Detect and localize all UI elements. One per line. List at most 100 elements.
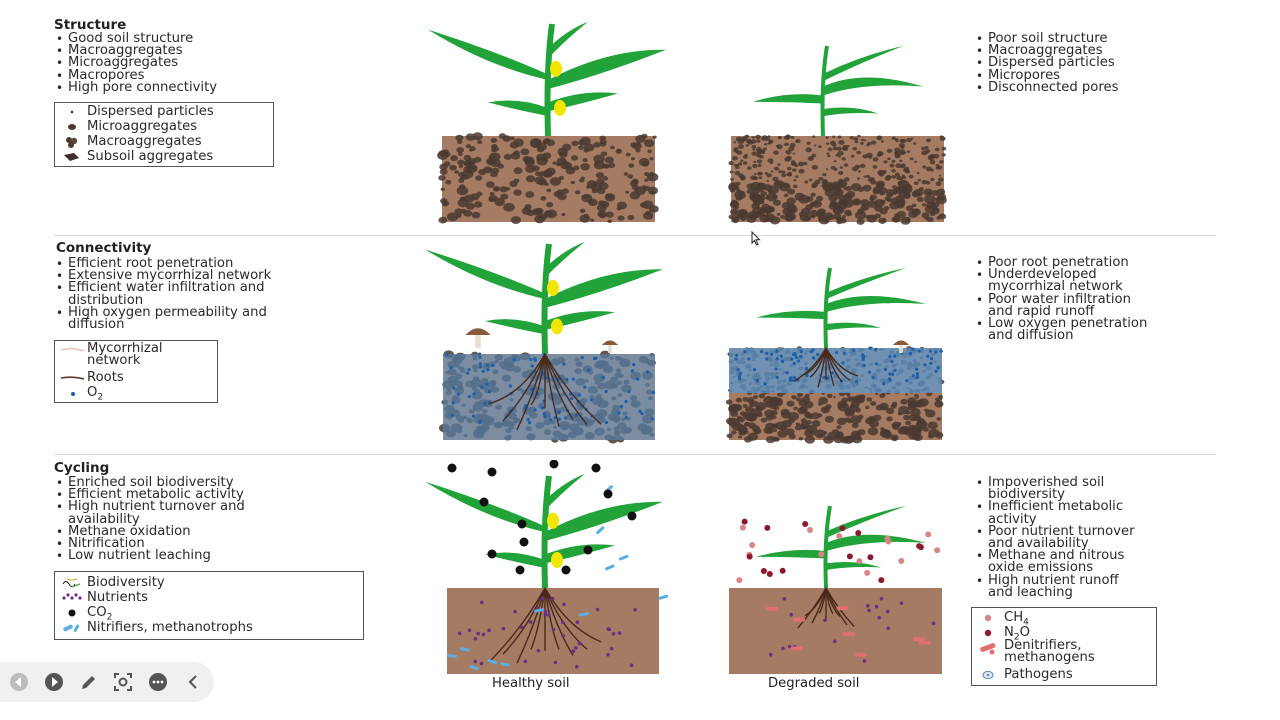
legend-label: CO2: [87, 605, 113, 623]
denitrifiers-icon: [980, 643, 996, 655]
bullet-item: Extensive mycorrhizal network: [54, 269, 271, 283]
more-icon[interactable]: [147, 671, 169, 693]
legend-item: CO2: [55, 605, 363, 623]
divider-top: [54, 235, 1216, 236]
legend-label: CH4: [1004, 610, 1029, 628]
legend-item: Subsoil aggregates: [55, 149, 273, 164]
corn-plant-degraded: [753, 45, 923, 137]
bullet-item: Efficient water infiltration anddistribu…: [54, 281, 271, 307]
dispersed-particle-icon: [70, 110, 74, 114]
cycling-title: Cycling: [54, 460, 110, 476]
nitrifiers-icon: [63, 624, 80, 632]
structure-title: Structure: [54, 17, 127, 33]
legend-item: Roots: [55, 370, 217, 385]
legend-label: O2: [87, 385, 104, 403]
bullet-item: Good soil structure: [54, 32, 217, 46]
legend-label: Macroaggregates: [87, 134, 202, 149]
cycling-healthy-list: Enriched soil biodiversityEfficient meta…: [54, 476, 245, 563]
structure-degraded-illustration: [728, 45, 947, 225]
roots-icon: [60, 376, 85, 380]
macroaggregate-icon: [66, 137, 78, 148]
bullet-item: Efficient root penetration: [54, 257, 271, 271]
connectivity-healthy-list: Efficient root penetrationExtensive myco…: [54, 257, 271, 332]
connectivity-healthy-illustration: [425, 242, 663, 444]
pathogens-icon: [982, 670, 994, 680]
legend-item: Denitrifiers,methanogens: [972, 638, 1156, 667]
soil-block-degraded: [728, 134, 947, 225]
caption-healthy-soil: Healthy soil: [492, 676, 570, 691]
structure-healthy-illustration: [428, 21, 666, 224]
cycling-degraded-list: Impoverished soilbiodiversityInefficient…: [974, 476, 1135, 599]
legend-label: Denitrifiers,methanogens: [1004, 638, 1095, 665]
oxygen-icon: [71, 392, 75, 396]
mycorrhizal-network-icon: [60, 348, 85, 352]
bullet-item: Poor soil structure: [974, 32, 1119, 46]
focus-icon[interactable]: [112, 671, 134, 693]
legend-item: Nitrifiers, methanotrophs: [55, 620, 363, 635]
legend-item: Macroaggregates: [55, 134, 273, 149]
play-icon[interactable]: [43, 671, 65, 693]
nutrients-icon: [62, 593, 82, 600]
ch4-icon: [984, 614, 992, 622]
bullet-item: Methane oxidation: [54, 525, 245, 539]
corn-plant-healthy: [428, 21, 666, 137]
subsoil-aggregate-icon: [64, 153, 79, 161]
legend-item: Nutrients: [55, 590, 363, 605]
divider-bottom: [54, 454, 1216, 455]
legend-item: Biodiversity: [55, 575, 363, 590]
legend-label: Nutrients: [87, 590, 148, 605]
bullet-item: Macropores: [54, 68, 217, 82]
back-icon[interactable]: [182, 671, 204, 693]
biodiversity-icon: [62, 578, 81, 588]
legend-item: O2: [55, 385, 217, 403]
legend-label: Nitrifiers, methanotrophs: [87, 620, 253, 635]
n2o-icon: [984, 629, 992, 637]
legend-item: N2O: [972, 625, 1156, 643]
structure-healthy-list: Good soil structureMacroaggregatesMicroa…: [54, 32, 217, 95]
legend-label: N2O: [1004, 625, 1030, 643]
bullet-item: Enriched soil biodiversity: [54, 476, 245, 490]
bullet-item: Disconnected pores: [974, 81, 1119, 95]
legend-label: Subsoil aggregates: [87, 149, 214, 164]
cycling-degraded-illustration: [729, 506, 942, 674]
legend-label: Dispersed particles: [87, 104, 214, 119]
bullet-item: Macroaggregates: [974, 44, 1119, 58]
prev-icon[interactable]: [8, 671, 30, 693]
legend-item: Dispersed particles: [55, 104, 273, 119]
legend-label: Microaggregates: [87, 119, 198, 134]
co2-icon: [68, 609, 76, 617]
legend-item: Pathogens: [972, 667, 1156, 682]
bullet-item: High pore connectivity: [54, 81, 217, 95]
bullet-item: Dispersed particles: [974, 56, 1119, 70]
legend-item: CH4: [972, 610, 1156, 628]
microaggregate-icon: [68, 124, 76, 130]
bullet-item: Poor root penetration: [974, 256, 1147, 270]
cycling-healthy-illustration: [425, 460, 669, 674]
structure-degraded-list: Poor soil structureMacroaggregatesDisper…: [974, 32, 1119, 95]
mouse-cursor-icon: [751, 231, 761, 246]
bullet-item: Nitrification: [54, 537, 245, 551]
legend-label: Biodiversity: [87, 575, 165, 590]
legend-item: Microaggregates: [55, 119, 273, 134]
bullet-item: Micropores: [974, 68, 1119, 82]
pen-icon[interactable]: [78, 671, 100, 693]
bullet-item: Low nutrient leaching: [54, 549, 245, 563]
bullet-item: Macroaggregates: [54, 44, 217, 58]
connectivity-degraded-illustration: [726, 267, 945, 444]
connectivity-title: Connectivity: [56, 240, 152, 256]
presentation-toolbar: [0, 662, 214, 702]
